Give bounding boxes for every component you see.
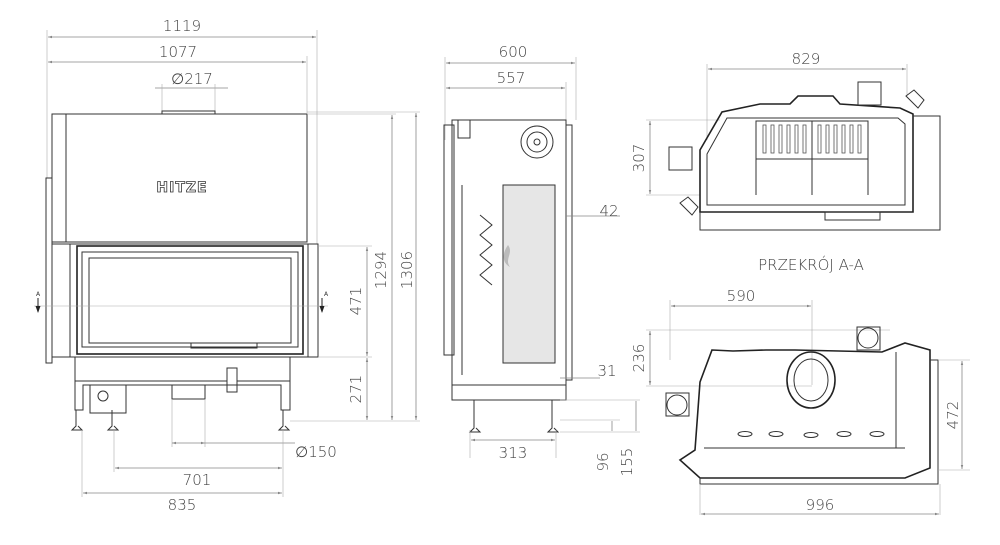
- flame-icon: [503, 245, 510, 267]
- dim-air-inlet-diameter: ∅150: [171, 399, 337, 461]
- dim-leg-span: 835: [81, 430, 282, 514]
- top-outline: [678, 342, 931, 479]
- svg-text:307: 307: [630, 144, 648, 173]
- dim-overall-depth: 600: [444, 43, 577, 140]
- svg-text:835: 835: [168, 496, 197, 514]
- top-view: 590 236 472 996: [630, 287, 970, 516]
- base-frame: [74, 356, 291, 382]
- svg-text:271: 271: [347, 375, 365, 404]
- combustion-chamber: [502, 184, 556, 364]
- svg-text:∅150: ∅150: [295, 443, 337, 461]
- svg-text:472: 472: [944, 401, 962, 430]
- svg-text:A: A: [36, 291, 41, 298]
- svg-text:1077: 1077: [159, 43, 197, 61]
- hitze-logo: HITZE: [156, 180, 207, 196]
- door-glass-frame: [76, 245, 304, 355]
- dim-door-height: 471: [347, 247, 369, 356]
- dim-flue-diameter: ∅217: [155, 70, 228, 113]
- door-frame: [51, 243, 319, 358]
- dim-top-depth: 472: [938, 359, 970, 471]
- svg-text:1119: 1119: [163, 17, 201, 35]
- svg-text:96: 96: [594, 452, 612, 471]
- svg-text:42: 42: [599, 202, 618, 220]
- dim-section-width: 829: [706, 50, 908, 140]
- side-panel: [45, 177, 53, 364]
- dim-inlet-offset: 701: [113, 430, 284, 497]
- dim-leg-depth: 313: [469, 430, 557, 462]
- dim-top-width: 996: [699, 484, 941, 516]
- dim-height-155: 155: [618, 401, 637, 477]
- upper-casing: [51, 113, 308, 243]
- section-view: 829 307 PRZEKRÓJ A-A: [630, 50, 941, 274]
- dim-offset-31: 31: [560, 362, 617, 380]
- svg-text:557: 557: [497, 69, 526, 87]
- svg-text:155: 155: [618, 448, 636, 477]
- svg-text:590: 590: [727, 287, 756, 305]
- air-inlet-lever: [226, 367, 238, 393]
- fan-icon: [520, 125, 554, 159]
- svg-text:600: 600: [499, 43, 528, 61]
- svg-text:1306: 1306: [398, 251, 416, 289]
- flue-outlet: [786, 351, 836, 409]
- svg-text:996: 996: [806, 496, 835, 514]
- dim-flue-offset-x: 590: [669, 287, 813, 385]
- svg-text:829: 829: [792, 50, 821, 68]
- svg-text:∅217: ∅217: [171, 70, 213, 88]
- dim-section-depth: 307: [630, 119, 720, 196]
- dim-height-96: 96: [594, 421, 613, 472]
- svg-text:313: 313: [499, 444, 528, 462]
- section-marker-right: A: [319, 291, 329, 313]
- svg-text:471: 471: [347, 287, 365, 316]
- section-marker-left: A: [35, 291, 41, 313]
- dim-flue-offset-y: 236: [630, 329, 890, 387]
- svg-text:1294: 1294: [372, 251, 390, 289]
- svg-text:236: 236: [630, 344, 648, 373]
- front-view: 1119 1077 ∅217 HITZE: [34, 17, 420, 514]
- dim-body-depth: 557: [446, 69, 567, 120]
- section-title: PRZEKRÓJ A-A: [758, 255, 864, 274]
- dim-body-width: 1077: [48, 43, 308, 113]
- dim-height-1306: 1306: [398, 113, 418, 420]
- svg-text:701: 701: [183, 471, 212, 489]
- section-outline: [699, 95, 914, 213]
- dim-overall-width: 1119: [46, 17, 318, 245]
- side-view: 600 557 42 31 313: [443, 43, 640, 477]
- dim-offset-42: 42: [566, 202, 620, 220]
- svg-text:31: 31: [597, 362, 616, 380]
- dim-base-height: 271: [347, 358, 369, 420]
- air-inlet: [171, 384, 206, 400]
- dim-height-1294: 1294: [372, 115, 394, 420]
- svg-text:A: A: [324, 291, 329, 298]
- air-grille: [190, 342, 258, 349]
